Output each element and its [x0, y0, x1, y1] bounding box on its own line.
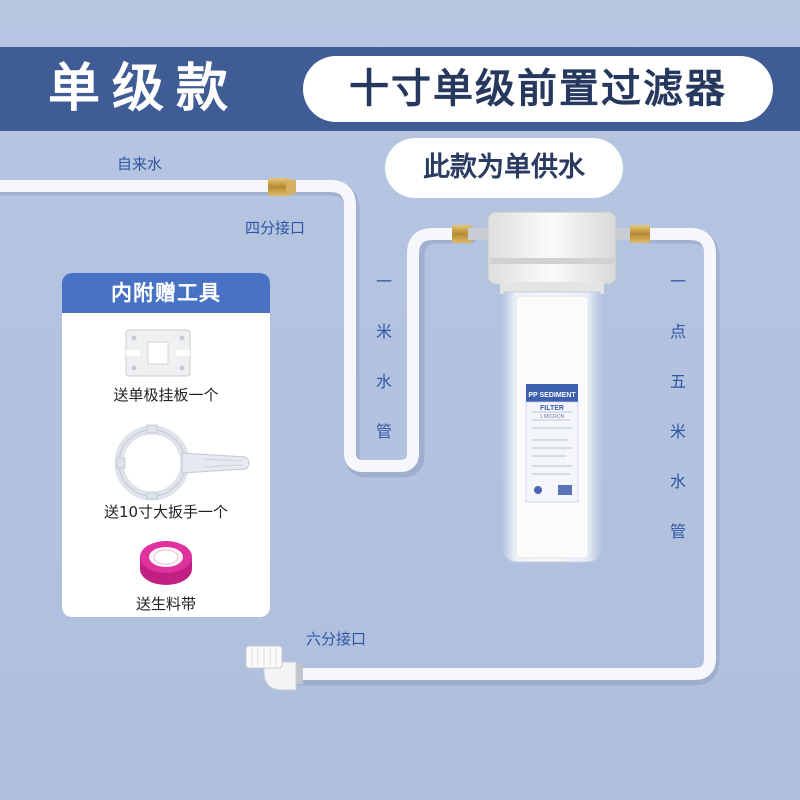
- water-pipes: [0, 180, 716, 680]
- wrench-icon: [114, 424, 250, 501]
- filter-label-top: PP SEDIMENT: [528, 392, 576, 399]
- right-pipe-char: 管: [669, 522, 686, 541]
- tool-caption: 送单极挂板一个: [113, 386, 219, 404]
- left-pipe-char: 水: [375, 372, 392, 391]
- filter-label-mid: FILTER: [540, 405, 564, 412]
- inlet-fitting-icon: [268, 178, 296, 196]
- filter-housing-icon: [487, 211, 617, 563]
- header-title: 十寸单级前置过滤器: [303, 56, 773, 122]
- tool-caption: 送生料带: [135, 595, 196, 613]
- inlet-label: 自来水: [117, 155, 163, 173]
- included-tools-heading: 内附赠工具: [62, 273, 270, 313]
- filter-label-micron: 1 MICRON: [540, 414, 565, 420]
- right-pipe-length-label: 一 点 五 米 水 管: [668, 270, 688, 570]
- right-pipe-char: 点: [669, 322, 686, 341]
- outlet-elbow-icon: [245, 645, 303, 691]
- right-pipe-char: 五: [669, 372, 686, 391]
- left-pipe-char: 管: [375, 422, 392, 441]
- six-port-label: 六分接口: [306, 630, 367, 648]
- right-pipe-char: 水: [669, 472, 686, 491]
- left-pipe-length-label: 一 米 水 管: [374, 270, 394, 470]
- ptfe-tape-icon: [140, 541, 192, 585]
- right-pipe-char: 一: [669, 272, 686, 291]
- four-port-label: 四分接口: [245, 219, 306, 237]
- left-pipe-char: 一: [375, 272, 392, 291]
- right-pipe-char: 米: [669, 422, 686, 441]
- tool-caption: 送10寸大扳手一个: [103, 503, 229, 521]
- header-badge: 单级款: [48, 59, 241, 119]
- filter-inlet-fitting-icon: [452, 225, 488, 243]
- subtitle-pill: 此款为单供水: [385, 138, 623, 198]
- left-pipe-char: 米: [375, 322, 392, 341]
- filter-outlet-fitting-icon: [612, 225, 650, 243]
- included-tools-card: 内附赠工具 送单极挂板一个 送10寸大扳手一个: [62, 273, 270, 617]
- mounting-bracket-icon: [125, 329, 191, 377]
